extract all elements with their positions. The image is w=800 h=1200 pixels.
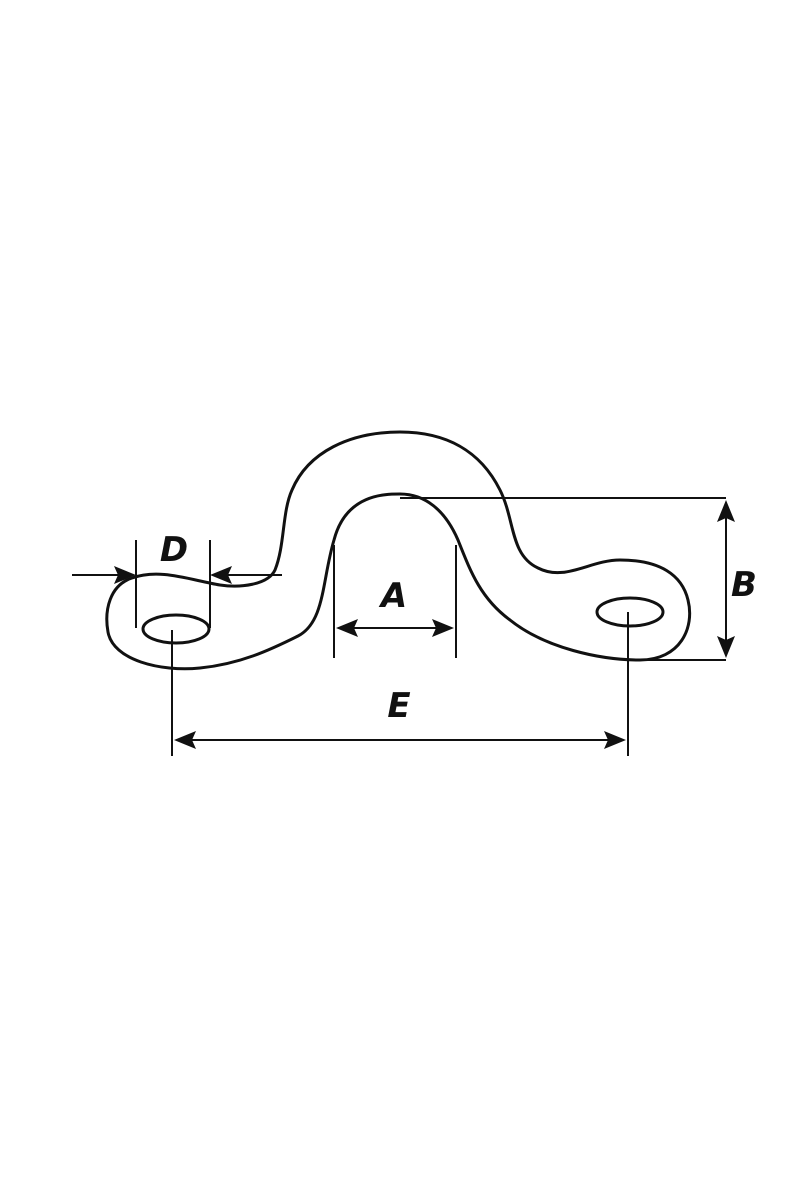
- left-mounting-hole: [141, 613, 211, 645]
- dimension-b: B: [400, 497, 757, 661]
- dimension-b-arrow-top: [717, 500, 735, 522]
- dimension-d-label: D: [160, 530, 188, 570]
- right-mounting-hole: [595, 596, 665, 628]
- dimension-b-arrow-bottom: [717, 636, 735, 658]
- dimension-e: E: [171, 612, 629, 756]
- dimension-d-arrow-left: [114, 566, 136, 584]
- dimension-b-label: B: [731, 565, 757, 605]
- dimension-e-arrow-left: [174, 731, 196, 749]
- dimension-e-arrow-right: [604, 731, 626, 749]
- dimension-a-label: A: [378, 576, 407, 616]
- dimension-a: A: [333, 545, 457, 658]
- dimension-a-arrow-left: [336, 619, 358, 637]
- dimension-d-arrow-right: [210, 566, 232, 584]
- dimension-d: D: [72, 530, 282, 628]
- dimension-a-arrow-right: [432, 619, 454, 637]
- saddle-outline-outer: [105, 430, 692, 671]
- dimension-e-label: E: [387, 686, 410, 726]
